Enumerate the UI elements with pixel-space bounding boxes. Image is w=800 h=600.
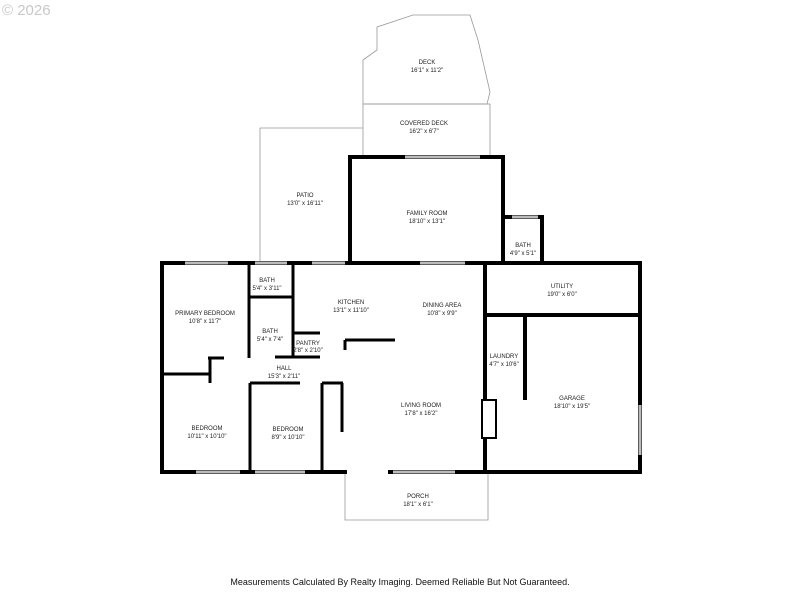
room-name: PANTRY — [296, 341, 320, 347]
disclaimer-footer: Measurements Calculated By Realty Imagin… — [230, 577, 570, 587]
room-name: BATH — [259, 278, 275, 284]
room-name: BATH — [515, 243, 531, 249]
room-name: KITCHEN — [338, 300, 364, 306]
room-name: PATIO — [296, 193, 313, 199]
room-name: HALL — [276, 366, 292, 372]
room-size: 13'1" x 11'10" — [333, 308, 369, 314]
room-name: FAMILY ROOM — [406, 211, 447, 217]
room-name: BEDROOM — [272, 427, 303, 433]
room-name: COVERED DECK — [400, 121, 448, 127]
room-size: 15'3" x 2'11" — [268, 374, 300, 380]
room-size: 19'0" x 6'0" — [547, 292, 577, 298]
room-size: 8'9" x 10'10" — [272, 435, 305, 441]
room-name: UTILITY — [551, 284, 573, 290]
room-name: BEDROOM — [191, 426, 222, 432]
windows — [185, 155, 642, 474]
room-name: LAUNDRY — [490, 354, 519, 360]
room-name: DECK — [419, 60, 436, 66]
room-name: BATH — [262, 329, 278, 335]
room-size: 16'2" x 6'7" — [409, 129, 439, 135]
room-size: 18'10" x 19'5" — [554, 404, 590, 410]
room-size: 4'7" x 10'6" — [489, 362, 519, 368]
room-labels: DECK 16'1" x 11'2" COVERED DECK 16'2" x … — [175, 60, 590, 508]
room-name: DINING AREA — [423, 303, 462, 309]
outdoor-outlines — [259, 14, 491, 521]
room-size: 2'8" x 2'10" — [293, 348, 323, 354]
room-size: 18'10" x 13'1" — [409, 219, 445, 225]
room-size: 13'0" x 16'11" — [287, 201, 323, 207]
room-name: PRIMARY BEDROOM — [175, 311, 235, 317]
copyright-watermark: © 2026 — [2, 2, 51, 19]
room-name: GARAGE — [559, 396, 585, 402]
room-name: PORCH — [407, 494, 429, 500]
room-size: 5'4" x 3'11" — [252, 286, 281, 292]
room-size: 16'1" x 11'2" — [411, 68, 443, 74]
room-size: 17'8" x 16'2" — [405, 411, 438, 417]
room-size: 10'11" x 10'10" — [187, 434, 226, 440]
room-size: 4'9" x 5'1" — [510, 251, 536, 257]
room-size: 5'4" x 7'4" — [257, 337, 283, 343]
room-size: 10'8" x 9'9" — [427, 311, 457, 317]
room-name: LIVING ROOM — [401, 403, 441, 409]
room-size: 18'1" x 6'1" — [403, 502, 433, 508]
room-size: 10'8" x 11'7" — [189, 319, 221, 325]
